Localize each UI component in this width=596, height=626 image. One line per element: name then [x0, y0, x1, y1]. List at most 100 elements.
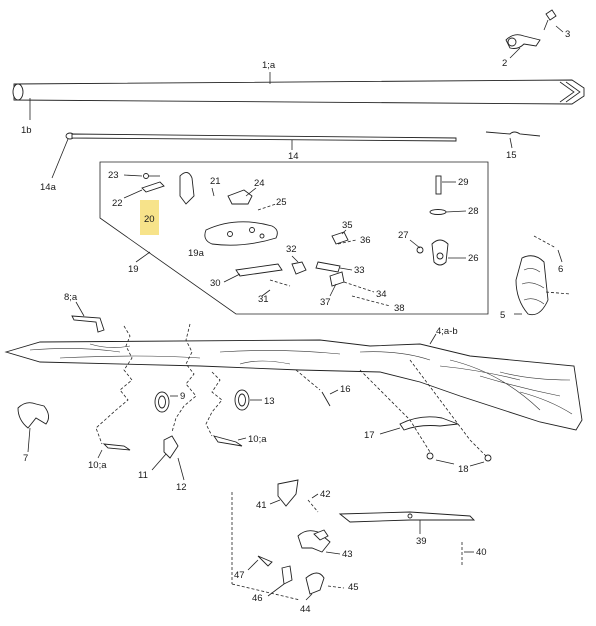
- label-46: 46: [252, 593, 263, 604]
- part-38-screw: [351, 295, 391, 307]
- label-33: 33: [354, 265, 365, 276]
- part-2-bracket: [505, 34, 541, 49]
- leader-6: [557, 249, 563, 263]
- label-12: 12: [176, 482, 187, 493]
- label-14a: 14a: [40, 182, 57, 193]
- leader-16: [329, 389, 339, 395]
- label-6: 6: [558, 264, 563, 275]
- leader-17: [379, 427, 401, 435]
- label-22: 22: [112, 198, 123, 209]
- guide-line-bottom: [231, 492, 301, 601]
- label-11: 11: [138, 470, 148, 481]
- leader-14a: [51, 138, 69, 179]
- part-frizzen: [179, 172, 195, 205]
- leader-30: [223, 273, 241, 283]
- stock-part: [4, 339, 583, 431]
- label-30: 30: [210, 278, 221, 289]
- label-24: 24: [254, 178, 265, 189]
- label-20: 20: [144, 214, 155, 225]
- label-35: 35: [342, 220, 353, 231]
- lock-assembly-frame: [99, 161, 489, 315]
- label-42: 42: [320, 489, 331, 500]
- label-17: 17: [364, 430, 375, 441]
- part-28-washer: [429, 209, 447, 215]
- label-41: 41: [256, 500, 267, 511]
- part-42-pin: [307, 499, 319, 513]
- leader-4ab: [429, 333, 437, 345]
- leader-28: [445, 210, 467, 213]
- ramrod-part: [65, 132, 457, 142]
- leader-43: [325, 551, 341, 555]
- label-44: 44: [300, 604, 311, 615]
- highlight-box-20: [140, 200, 159, 235]
- label-47: 47: [234, 570, 245, 581]
- leader-10a-right: [237, 437, 247, 441]
- label-26: 26: [468, 253, 479, 264]
- guide-line-middle: [171, 323, 197, 433]
- part-47: [257, 555, 273, 567]
- label-1a: 1;a: [262, 60, 276, 71]
- guide-line-17a: [359, 369, 431, 453]
- part-10a-right: [212, 435, 243, 447]
- label-23: 23: [108, 170, 119, 181]
- part-8a: [71, 315, 105, 333]
- label-36: 36: [360, 235, 371, 246]
- label-4ab: 4;a-b: [436, 326, 458, 337]
- leader-15: [509, 137, 513, 149]
- part-35-spring: [331, 231, 349, 245]
- label-14: 14: [288, 151, 299, 162]
- leader-23: [123, 174, 143, 177]
- label-8a: 8;a: [64, 292, 78, 303]
- part-24-tumbler: [227, 189, 253, 205]
- label-31: 31: [258, 294, 269, 305]
- part-36-screw: [337, 239, 357, 245]
- leader-32: [291, 255, 299, 263]
- leader-44: [305, 593, 313, 601]
- leader-47: [247, 559, 259, 571]
- leader-10a-left: [97, 449, 103, 459]
- part-26-cock: [431, 239, 449, 266]
- label-37: 37: [320, 297, 331, 308]
- label-18: 18: [458, 464, 469, 475]
- part-9-pipe-inner: [158, 395, 166, 409]
- label-1b: 1b: [21, 125, 32, 136]
- part-17-trigger-plate: [399, 416, 459, 431]
- leader-33: [339, 267, 353, 271]
- leader-35: [341, 229, 347, 235]
- label-7: 7: [23, 453, 28, 464]
- leader-24: [245, 187, 257, 197]
- part-37-link: [329, 271, 345, 287]
- part-27-nut: [416, 246, 424, 254]
- part-43-trigger-tip: [313, 529, 329, 541]
- label-27: 27: [398, 230, 409, 241]
- leader-27: [409, 239, 421, 249]
- part-30-mainspring: [235, 263, 283, 277]
- leader-7: [27, 427, 31, 453]
- label-15: 15: [506, 150, 517, 161]
- leader-31: [261, 289, 271, 297]
- leader-18a: [435, 459, 455, 465]
- leader-21: [211, 187, 215, 197]
- label-43: 43: [342, 549, 353, 560]
- label-9: 9: [180, 391, 185, 402]
- part-16-screw: [321, 391, 331, 407]
- part-3-screw: [543, 9, 557, 31]
- part-23-screw: [143, 173, 160, 179]
- part-45-screw: [327, 585, 345, 589]
- part-32-bridle: [291, 261, 307, 275]
- label-34: 34: [376, 289, 387, 300]
- guide-line-17b: [409, 359, 487, 457]
- guide-line-16: [295, 369, 321, 391]
- part-18-screw-a: [426, 452, 434, 460]
- label-28: 28: [468, 206, 479, 217]
- part-25-pin: [257, 203, 277, 211]
- label-39: 39: [416, 536, 427, 547]
- label-13: 13: [264, 396, 275, 407]
- part-44: [305, 572, 325, 595]
- label-3: 3: [565, 29, 570, 40]
- leader-19: [135, 251, 151, 263]
- leader-3: [555, 25, 564, 33]
- label-45: 45: [348, 582, 359, 593]
- part-29-pin: [435, 175, 442, 195]
